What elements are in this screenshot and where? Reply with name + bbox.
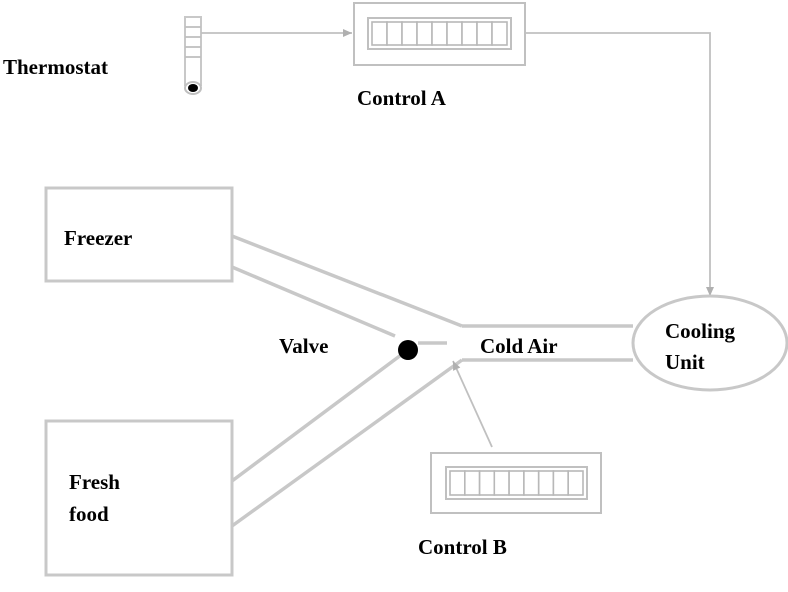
cooling-unit-label-line1: Cooling	[665, 319, 736, 343]
thermostat	[184, 16, 202, 95]
control-a	[353, 2, 526, 66]
control-b-label: Control B	[418, 535, 507, 559]
valve-label: Valve	[279, 334, 328, 358]
control-b-cell	[508, 470, 525, 496]
freezer-label: Freezer	[64, 226, 132, 250]
control-b-cell	[552, 470, 570, 496]
thermostat-bulb-core	[188, 84, 198, 92]
control-a-to-cooling-unit-arrow	[525, 32, 714, 296]
air-ducts	[230, 234, 633, 528]
control-b-cell	[523, 470, 540, 496]
cold-air-label: Cold Air	[480, 334, 558, 358]
freezer-box	[44, 186, 234, 283]
control-a-cell	[401, 21, 418, 46]
cooling-unit-label-line2: Unit	[665, 350, 705, 374]
control-b-to-duct-arrow	[452, 360, 493, 448]
control-b-cell	[567, 470, 584, 496]
control-b-cell	[478, 470, 496, 496]
control-b-cell	[493, 470, 510, 496]
control-a-cell	[431, 21, 448, 46]
fresh-food-label-line1: Fresh	[69, 470, 120, 494]
control-b-cell	[463, 470, 481, 496]
control-b-cell	[449, 470, 466, 496]
control-a-cell	[491, 21, 508, 46]
thermostat-label: Thermostat	[3, 55, 108, 79]
control-a-cell	[416, 21, 433, 46]
cooling-unit	[631, 294, 788, 392]
control-a-cell	[386, 21, 403, 46]
valve-dot	[398, 340, 418, 360]
control-b-cell	[537, 470, 555, 496]
control-a-cell	[371, 21, 388, 46]
fresh-food-label-line2: food	[69, 502, 109, 526]
control-a-label: Control A	[357, 86, 447, 110]
control-a-cell	[461, 21, 478, 46]
control-a-cell	[446, 21, 463, 46]
fresh-food-box	[44, 419, 234, 577]
control-a-cell	[476, 21, 493, 46]
control-b	[430, 452, 602, 514]
